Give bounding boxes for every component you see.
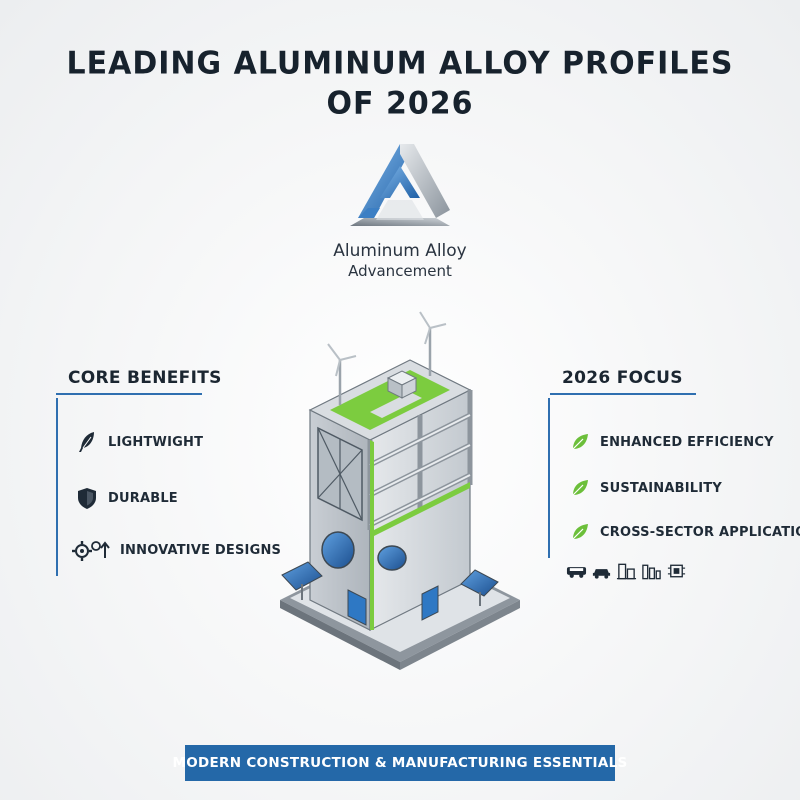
shield-icon bbox=[74, 486, 100, 510]
brand-name-line-1: Aluminum Alloy bbox=[333, 241, 467, 261]
focus-label: CROSS-SECTOR APPLICATIONS bbox=[600, 524, 800, 540]
feather-icon bbox=[74, 430, 100, 454]
title-line-2: OF 2026 bbox=[326, 85, 474, 122]
factory-icon bbox=[641, 562, 662, 580]
right-vertical-rule bbox=[548, 398, 550, 558]
benefit-item-lightweight: LIGHTWIGHT bbox=[74, 430, 203, 454]
benefit-label: DURABLE bbox=[108, 490, 178, 506]
left-heading-rule bbox=[56, 393, 202, 395]
leaf-icon bbox=[570, 522, 590, 542]
brand-name-line-2: Advancement bbox=[348, 262, 452, 280]
benefit-item-innovative-designs: INNOVATIVE DESIGNS bbox=[72, 538, 281, 562]
gears-arrow-icon bbox=[72, 538, 112, 562]
footer-banner: MODERN CONSTRUCTION & MANUFACTURING ESSE… bbox=[173, 745, 627, 781]
building-illustration bbox=[270, 300, 530, 680]
focus-heading: 2026 FOCUS bbox=[562, 368, 683, 388]
focus-item-sustainability: SUSTAINABILITY bbox=[570, 478, 722, 498]
benefit-label: INNOVATIVE DESIGNS bbox=[120, 542, 282, 558]
focus-item-cross-sector: CROSS-SECTOR APPLICATIONS bbox=[570, 522, 800, 542]
footer-label: MODERN CONSTRUCTION & MANUFACTURING ESSE… bbox=[172, 755, 628, 771]
core-benefits-heading: CORE BENEFITS bbox=[68, 368, 222, 388]
building-icon bbox=[616, 562, 637, 580]
benefit-label: LIGHTWIGHT bbox=[108, 434, 204, 450]
focus-item-efficiency: ENHANCED EFFICIENCY bbox=[570, 432, 774, 452]
focus-label: SUSTAINABILITY bbox=[600, 480, 722, 496]
title-line-1: LEADING ALUMINUM ALLOY PROFILES bbox=[66, 45, 734, 82]
chip-icon bbox=[666, 562, 687, 580]
page-title: LEADING ALUMINUM ALLOY PROFILES OF 2026 bbox=[0, 44, 800, 124]
right-heading-rule bbox=[550, 393, 696, 395]
left-vertical-rule bbox=[56, 398, 58, 576]
benefit-item-durable: DURABLE bbox=[74, 486, 178, 510]
truck-icon bbox=[566, 562, 587, 580]
focus-label: ENHANCED EFFICIENCY bbox=[600, 434, 774, 450]
sector-icons bbox=[566, 562, 687, 580]
triangle-logo-icon bbox=[340, 140, 460, 240]
leaf-icon bbox=[570, 478, 590, 498]
leaf-icon bbox=[570, 432, 590, 452]
car-icon bbox=[591, 562, 612, 580]
